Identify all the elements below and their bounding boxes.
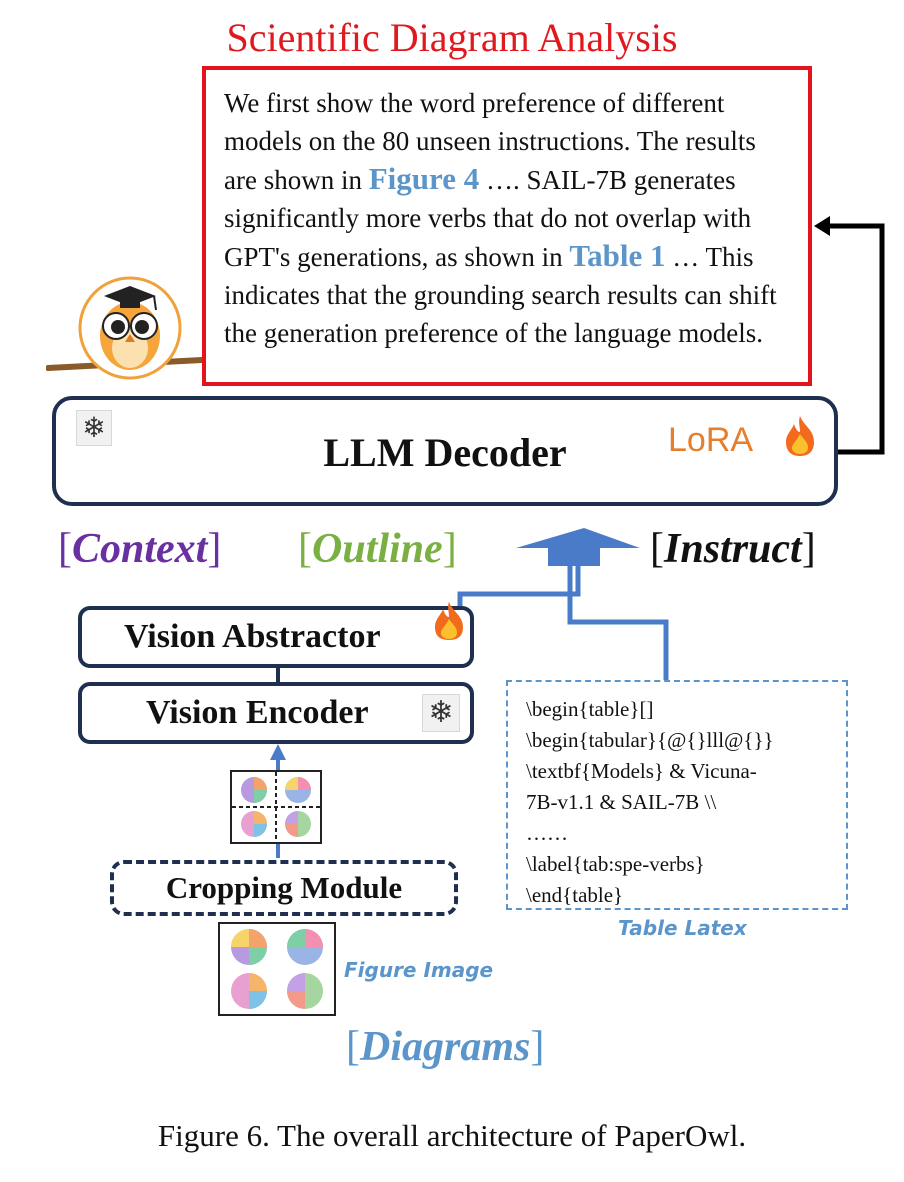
outline-tag: [Outline] xyxy=(298,526,457,572)
llm-decoder-label: LLM Decoder xyxy=(323,430,567,475)
table-latex-box: \begin{table}[] \begin{tabular}{@{}lll@{… xyxy=(506,680,848,910)
vision-encoder-box xyxy=(78,682,474,744)
cropping-module-label: Cropping Module xyxy=(165,870,403,905)
instruct-label: Instruct xyxy=(664,526,802,572)
output-text-box: We first show the word preference of dif… xyxy=(202,66,812,386)
input-merge-arrow xyxy=(516,528,640,566)
diagrams-tag: [Diagrams] xyxy=(346,1024,545,1070)
fire-icon xyxy=(435,602,463,640)
owl-mascot-icon xyxy=(46,276,205,380)
output-segment: …. SAIL-7B generates significantly more … xyxy=(224,165,752,272)
encoder-input-arrowhead xyxy=(270,744,286,760)
output-segment: We first show the word preference of dif… xyxy=(224,88,756,195)
vision-abstractor-box xyxy=(78,606,474,668)
outline-label: Outline xyxy=(312,526,443,572)
fire-icon xyxy=(786,416,814,456)
decoder-output-arrowhead xyxy=(814,216,830,236)
vision-to-decoder-line xyxy=(457,566,581,608)
output-segment: … This indicates that the grounding sear… xyxy=(224,242,777,348)
latex-line: \begin{tabular}{@{}lll@{}} xyxy=(526,728,774,752)
lora-label: LoRA xyxy=(668,421,754,459)
figure-caption: Figure 6. The overall architecture of Pa… xyxy=(157,1118,747,1153)
figure-image-thumbnail xyxy=(218,922,336,1016)
latex-line: 7B-v1.1 & SAIL-7B \\ xyxy=(526,790,717,814)
snowflake-icon: ❄ xyxy=(76,410,112,446)
context-tag: [Context] xyxy=(58,526,222,572)
vision-encoder-label: Vision Encoder xyxy=(146,694,369,731)
diagram-title: Scientific Diagram Analysis xyxy=(226,15,678,60)
output-paragraph: We first show the word preference of dif… xyxy=(224,84,792,352)
diagrams-label: Diagrams xyxy=(360,1024,531,1070)
context-label: Context xyxy=(72,526,208,572)
cropped-patches-image xyxy=(230,770,322,844)
latex-line: …… xyxy=(526,821,568,845)
latex-line: \begin{table}[] xyxy=(526,697,654,721)
decoder-output-arrow xyxy=(826,223,885,455)
cropped-patches-graphic xyxy=(232,772,320,842)
instruct-tag: [Instruct] xyxy=(650,526,816,572)
snowflake-icon: ❄ xyxy=(422,694,460,732)
latex-line: \label{tab:spe-verbs} xyxy=(526,852,705,876)
figure-image-label: Figure Image xyxy=(344,958,494,982)
latex-to-decoder-line xyxy=(567,566,669,680)
figure-reference: Figure 4 xyxy=(368,161,480,196)
latex-line: \textbf{Models} & Vicuna- xyxy=(526,759,757,783)
latex-line: \end{table} xyxy=(526,883,624,907)
table-latex-label: Table Latex xyxy=(618,916,747,940)
table-reference: Table 1 xyxy=(569,238,666,273)
vision-abstractor-label: Vision Abstractor xyxy=(124,618,381,655)
figure-image-graphic xyxy=(231,929,323,1009)
llm-decoder-box xyxy=(52,396,838,506)
cropping-module-box xyxy=(110,860,458,916)
